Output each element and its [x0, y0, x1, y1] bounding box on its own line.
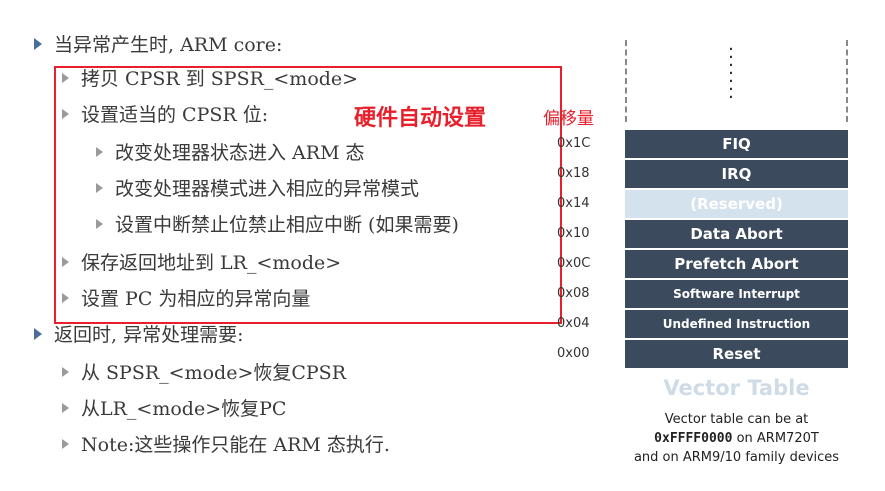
- bullet-text: 设置中断禁止位禁止相应中断 (如果需要): [115, 214, 459, 236]
- address-0x0c: 0x0C: [557, 256, 591, 271]
- vector-row-data-abort: Data Abort: [625, 220, 848, 250]
- bullet-arrow-icon: [96, 219, 103, 229]
- bullet-restore-cpsr: 从 SPSR_<mode>恢复CPSR: [62, 360, 346, 386]
- address-0x14: 0x14: [557, 196, 590, 211]
- address-0x1c: 0x1C: [557, 136, 591, 151]
- vector-table-title: Vector Table: [663, 376, 810, 400]
- hardware-auto-label: 硬件自动设置: [354, 106, 487, 131]
- vector-row-undefined-instruction: Undefined Instruction: [625, 310, 848, 340]
- vector-table-right-dashed-edge: [846, 40, 848, 122]
- bullet-arrow-icon: [96, 183, 103, 193]
- bullet-arrow-icon: [34, 328, 42, 340]
- vector-table-note-line2-suffix: on ARM720T: [732, 431, 819, 446]
- address-0x08: 0x08: [557, 286, 590, 301]
- bullet-enter-arm-state: 改变处理器状态进入 ARM 态: [96, 140, 365, 166]
- vector-table-note-line3: and on ARM9/10 family devices: [633, 450, 840, 465]
- bullet-arrow-icon: [62, 293, 69, 303]
- vector-table-note: Vector table can be at 0xFFFF0000 on ARM…: [595, 410, 878, 467]
- bullet-note-arm-state: Note:这些操作只能在 ARM 态执行.: [62, 432, 390, 458]
- address-0x18: 0x18: [557, 166, 590, 181]
- vector-row-software-interrupt: Software Interrupt: [625, 280, 848, 310]
- bullet-set-cpsr-bits: 设置适当的 CPSR 位:: [62, 102, 268, 128]
- vector-table-left-dashed-edge: [625, 40, 627, 122]
- bullet-arrow-icon: [62, 367, 69, 377]
- address-0x10: 0x10: [557, 226, 590, 241]
- address-0x00: 0x00: [557, 346, 590, 361]
- vector-table-ellipsis: ·······: [728, 39, 734, 108]
- bullet-text: 设置 PC 为相应的异常向量: [81, 288, 311, 310]
- bullet-copy-cpsr: 拷贝 CPSR 到 SPSR_<mode>: [62, 66, 358, 92]
- bullet-set-pc: 设置 PC 为相应的异常向量: [62, 286, 310, 312]
- bullet-disable-interrupts: 设置中断禁止位禁止相应中断 (如果需要): [96, 212, 459, 238]
- bullet-text: 拷贝 CPSR 到 SPSR_<mode>: [81, 68, 359, 90]
- vector-table-note-line1: Vector table can be at: [664, 412, 809, 427]
- bullet-enter-exception-mode: 改变处理器模式进入相应的异常模式: [96, 176, 419, 202]
- bullet-restore-pc: 从LR_<mode>恢复PC: [62, 396, 286, 422]
- bullet-text: 返回时, 异常处理需要:: [54, 324, 244, 346]
- bullet-arrow-icon: [62, 257, 69, 267]
- bullet-arrow-icon: [62, 73, 69, 83]
- bullet-arrow-icon: [96, 147, 103, 157]
- vector-row-irq: IRQ: [625, 160, 848, 190]
- bullet-save-return-address: 保存返回地址到 LR_<mode>: [62, 250, 341, 276]
- bullet-arrow-icon: [62, 403, 69, 413]
- bullet-text: 从LR_<mode>恢复PC: [81, 398, 287, 420]
- vector-row-reserved: (Reserved): [625, 190, 848, 220]
- hardware-auto-highlight-box: [54, 66, 562, 324]
- bullet-exception-occurs: 当异常产生时, ARM core:: [34, 32, 282, 58]
- bullet-on-return: 返回时, 异常处理需要:: [34, 322, 243, 348]
- bullet-text: 改变处理器模式进入相应的异常模式: [115, 178, 420, 200]
- vector-row-reset: Reset: [625, 340, 848, 370]
- vector-table-high-address: 0xFFFF0000: [654, 431, 733, 446]
- bullet-text: 改变处理器状态进入 ARM 态: [115, 142, 365, 164]
- bullet-text: Note:这些操作只能在 ARM 态执行.: [81, 434, 390, 456]
- vector-table-note-line2: 0xFFFF0000 on ARM720T: [595, 429, 878, 448]
- bullet-text: 从 SPSR_<mode>恢复CPSR: [81, 362, 347, 384]
- bullet-text: 当异常产生时, ARM core:: [54, 34, 283, 56]
- bullet-arrow-icon: [62, 439, 69, 449]
- bullet-text: 设置适当的 CPSR 位:: [81, 104, 269, 126]
- vector-row-prefetch-abort: Prefetch Abort: [625, 250, 848, 280]
- bullet-arrow-icon: [34, 38, 42, 50]
- address-0x04: 0x04: [557, 316, 590, 331]
- vector-row-fiq: FIQ: [625, 130, 848, 160]
- vector-table: FIQ IRQ (Reserved) Data Abort Prefetch A…: [625, 130, 848, 370]
- bullet-arrow-icon: [62, 109, 69, 119]
- offset-label: 偏移量: [543, 109, 594, 129]
- bullet-text: 保存返回地址到 LR_<mode>: [81, 252, 342, 274]
